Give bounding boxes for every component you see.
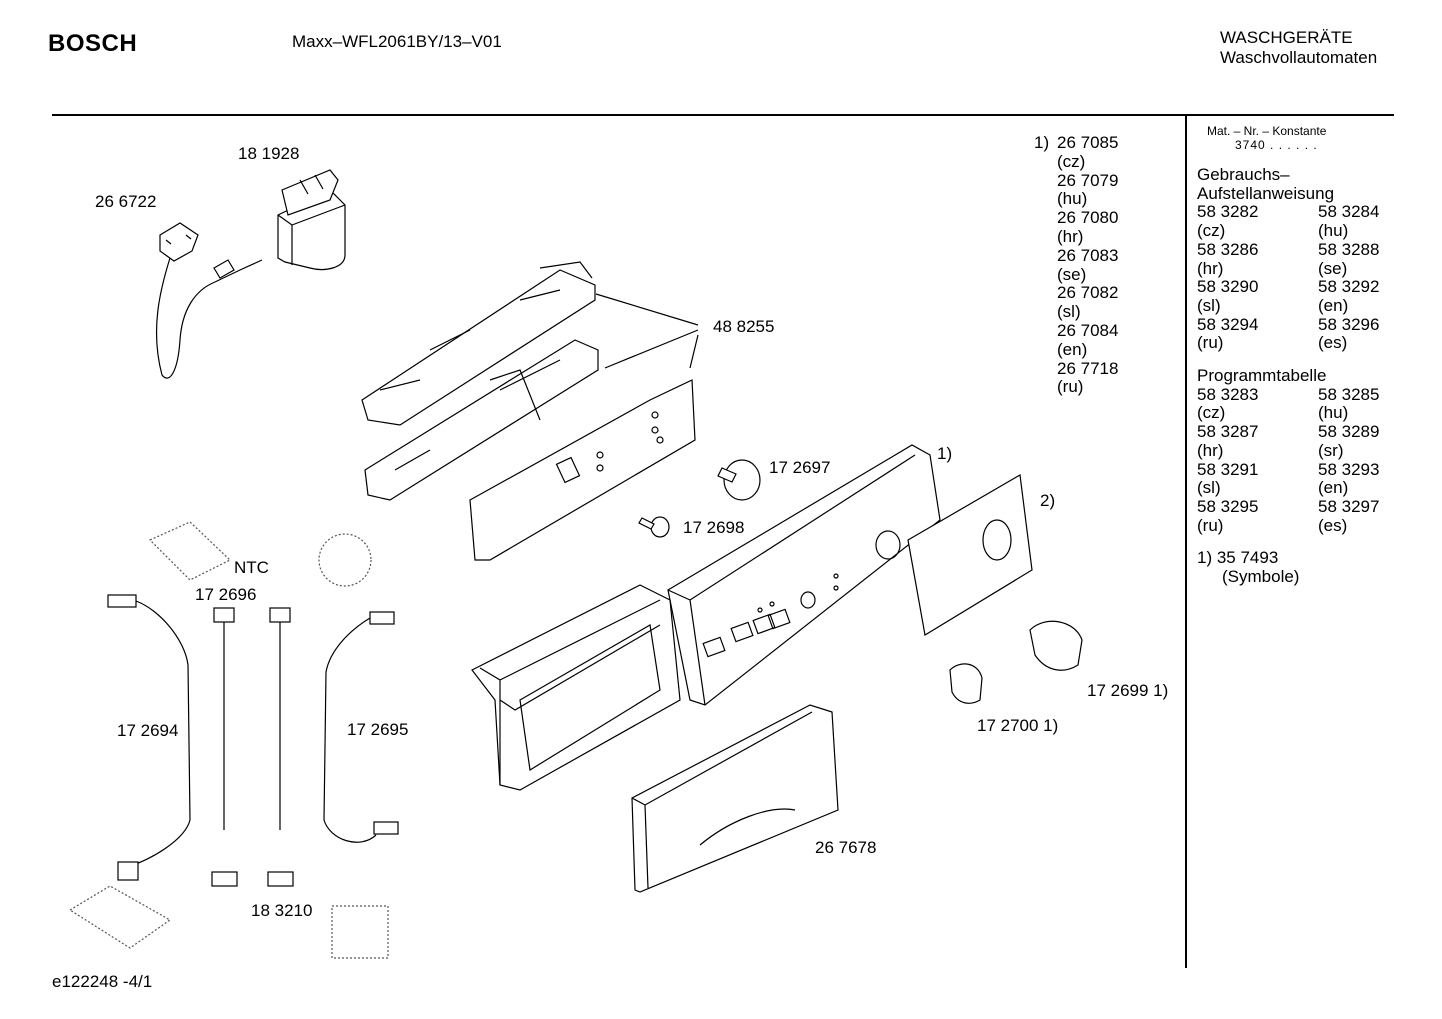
symbol-footnote: 1) 35 7493 (Symbole)	[1197, 549, 1439, 586]
doc-row: (sl)(en)	[1197, 478, 1349, 498]
variant-note-item: (ru)	[1057, 377, 1084, 397]
doc-row: (ru)(es)	[1197, 515, 1348, 535]
variant-note-item: (en)	[1057, 339, 1088, 359]
selector-knob-drawings	[949, 620, 1083, 704]
variant-notes: 1) 26 7085 (cz) 26 7079 (hu) 26 7080 (hr…	[1034, 133, 1119, 397]
variant-note-item: (se)	[1057, 264, 1087, 284]
control-panel-drawing	[667, 444, 941, 706]
variant-note-item: 26 7084	[1057, 320, 1119, 340]
programm-title: Programmtabelle	[1197, 366, 1327, 386]
doc-row: (hr)(se)	[1197, 258, 1348, 278]
brand-logo: BOSCH	[48, 30, 138, 57]
control-module-drawing	[361, 261, 699, 561]
label-267678: 26 7678	[815, 838, 877, 857]
variant-note-item: 26 7082	[1057, 283, 1119, 303]
drawing-reference: e122248 -4/1	[52, 972, 153, 991]
category-title: WASCHGERÄTE	[1220, 28, 1353, 47]
label-266722: 26 6722	[95, 192, 157, 211]
label-172696: 17 2696	[195, 585, 257, 604]
document-sidebar: Mat. – Nr. – Konstante 3740 . . . . . . …	[1197, 124, 1439, 587]
drawer-front-drawing	[631, 704, 839, 893]
wiring-harness-drawings	[107, 594, 399, 887]
doc-row: (ru)(es)	[1197, 333, 1348, 353]
doc-row: (cz)(hu)	[1197, 221, 1349, 241]
label-172694: 17 2694	[117, 721, 179, 740]
reference-sketches	[68, 521, 389, 959]
sidebar-divider	[1185, 116, 1187, 968]
label-plate-drawing	[907, 474, 1033, 636]
variant-note-item: (cz)	[1057, 151, 1086, 171]
power-cord-drawing	[155, 222, 263, 379]
label-note-2: 2)	[1040, 491, 1056, 510]
doc-row: (sl)(en)	[1197, 295, 1349, 315]
category-subtitle: Waschvollautomaten	[1220, 48, 1378, 67]
material-number-label: Mat. – Nr. – Konstante	[1207, 124, 1327, 138]
model-number: Maxx–WFL2061BY/13–V01	[292, 32, 502, 51]
label-172698: 17 2698	[683, 518, 745, 537]
material-number-value: 3740 . . . . . .	[1235, 138, 1318, 152]
variant-note-item: 26 7083	[1057, 245, 1119, 265]
label-172699: 17 2699 1)	[1087, 681, 1169, 700]
label-ntc: NTC	[234, 558, 269, 577]
gebrauchs-title: Gebrauchs–	[1197, 165, 1290, 184]
suppressor-drawing	[277, 169, 346, 271]
variant-note-item: (hu)	[1057, 189, 1088, 209]
variant-note-item: (sl)	[1057, 302, 1081, 322]
header-divider	[52, 114, 1394, 116]
gebrauchs-subtitle: Aufstellanweisung	[1197, 183, 1335, 203]
label-172700: 17 2700 1)	[977, 716, 1059, 735]
variant-note-item: (hr)	[1057, 226, 1084, 246]
label-488255: 48 8255	[713, 317, 775, 336]
knob-drawings	[638, 459, 761, 538]
dispenser-frame-drawing	[471, 584, 681, 791]
label-note-1: 1)	[937, 444, 953, 463]
variant-note-item: 26 7080	[1057, 208, 1119, 228]
variant-note-item: 26 7085	[1057, 133, 1119, 152]
variant-note-item: 26 7079	[1057, 170, 1119, 190]
variant-notes-marker: 1)	[1034, 133, 1050, 152]
doc-row: (hr)(sr)	[1197, 440, 1344, 460]
footnote-line: 1) 35 7493	[1197, 548, 1279, 568]
doc-row: (cz)(hu)	[1197, 403, 1349, 423]
label-172695: 17 2695	[347, 720, 409, 739]
label-183210: 18 3210	[251, 901, 313, 920]
category-block: WASCHGERÄTE Waschvollautomaten	[1220, 28, 1377, 68]
label-181928: 18 1928	[238, 144, 300, 163]
variant-note-item: 26 7718	[1057, 358, 1119, 378]
label-172697: 17 2697	[769, 458, 831, 477]
footnote-line: (Symbole)	[1222, 567, 1300, 587]
